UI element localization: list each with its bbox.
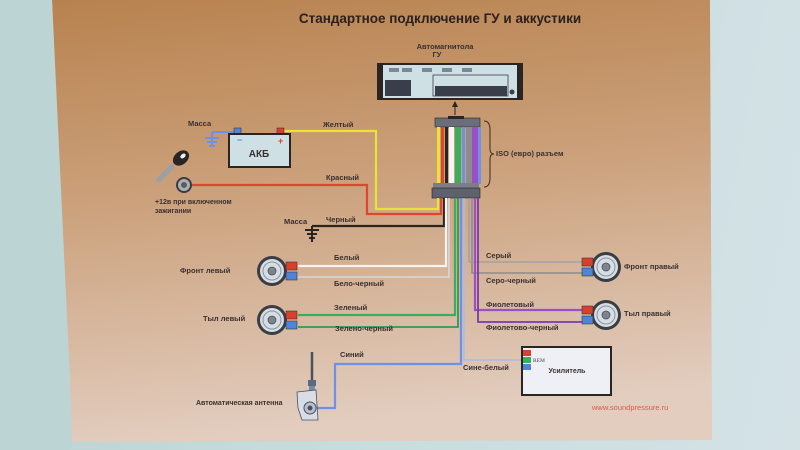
antenna-label: Автоматическая антенна (196, 400, 283, 407)
harness-wire-violet (472, 127, 475, 184)
wire-green (298, 198, 457, 317)
black-ground-icon (305, 226, 319, 242)
rem-terminal-label: REM (533, 358, 545, 364)
amplifier-box: REM Усилитель (521, 346, 612, 396)
speaker-rear-right-icon (581, 300, 621, 330)
connector-label: ISO (евро) разъем (496, 149, 564, 158)
wire-label-green-black: Зелено-черный (335, 324, 393, 333)
wire-label-black: Черный (326, 215, 356, 224)
minus-terminal (581, 315, 594, 325)
head-unit-label-gu: ГУ (433, 50, 442, 59)
diagram-title: Стандартное подключение ГУ и аккустики (299, 11, 581, 26)
harness-wire-gray (469, 127, 472, 184)
wire-label-green: Зеленый (334, 303, 368, 312)
speaker-label-rear-left: Тыл левый (203, 314, 246, 323)
plus-sign: + (278, 136, 283, 146)
harness-wire-green (455, 127, 458, 184)
wire-blue (316, 198, 463, 410)
wire-label-violet: Фиолетовый (486, 300, 534, 309)
ignition-label-line1: +12в при включенном (155, 199, 232, 206)
amplifier-label: Усилитель (549, 368, 587, 375)
plus-terminal (581, 257, 594, 267)
antenna-icon (296, 352, 319, 421)
harness-wire-white (449, 127, 452, 184)
wire-label-yellow: Желтый (322, 120, 354, 129)
speaker-rear-left-icon (257, 305, 298, 335)
wire-label-blue-white: Сине-белый (463, 363, 509, 372)
wire-violet (473, 198, 582, 312)
watermark-url: www.soundpressure.ru (591, 403, 668, 412)
harness-wire-red (441, 127, 444, 184)
speaker-front-right-icon (581, 252, 621, 282)
wire-green-black (298, 198, 459, 328)
car-key-icon (156, 150, 190, 182)
harness-wire-black (445, 127, 448, 184)
iso-connector (431, 116, 481, 199)
minus-sign: − (237, 135, 242, 145)
wire-label-white: Белый (334, 253, 360, 262)
wire-white-black (298, 198, 450, 278)
wire-violet-black (477, 198, 582, 323)
ignition-label-line2: зажигании (155, 208, 191, 215)
wire-blue-white (463, 198, 522, 361)
battery-icon: − + АКБ (228, 127, 291, 168)
black-ground-label: Масса (284, 217, 308, 226)
minus-terminal (285, 320, 298, 330)
harness-wire-green (458, 127, 461, 184)
wire-gray-main (468, 198, 582, 263)
harness-wire-blue (462, 127, 465, 184)
wire-label-gray-black: Серо-черный (486, 276, 536, 285)
diagram-page (52, 0, 712, 442)
plus-terminal (285, 310, 298, 320)
battery-ground-label: Масса (188, 119, 212, 128)
wire-label-red: Красный (326, 173, 359, 182)
wires (192, 129, 582, 410)
head-unit-label: Автомагнитола (417, 42, 475, 51)
wire-red (192, 183, 443, 216)
connector-brace (483, 120, 495, 188)
harness-wire-blue (478, 127, 481, 184)
plus-terminal (581, 305, 594, 315)
harness-wire-yellow (437, 127, 440, 184)
wire-gray (471, 198, 582, 274)
wire-label-blue: Синий (340, 350, 364, 359)
battery-label: АКБ (249, 149, 270, 160)
speaker-label-rear-right: Тыл правый (624, 309, 671, 318)
screen-bezel-left (0, 0, 72, 450)
speaker-label-front-left: Фронт левый (180, 266, 231, 275)
harness-wire-violet (475, 127, 478, 184)
harness-wire-white (451, 127, 454, 184)
plus-terminal (285, 261, 298, 271)
speaker-front-left-icon (257, 256, 298, 286)
minus-terminal (285, 271, 298, 281)
speaker-label-front-right: Фронт правый (624, 262, 679, 271)
ignition-switch-icon (176, 177, 192, 193)
battery-ground-icon (205, 131, 238, 147)
wire-yellow (284, 129, 440, 211)
wire-black (312, 198, 446, 228)
minus-terminal (581, 267, 594, 277)
wire-label-white-black: Бело-черный (334, 279, 384, 288)
head-unit-icon (377, 63, 523, 100)
harness-wire-gray (466, 127, 469, 184)
wire-label-gray: Серый (486, 251, 512, 260)
wire-label-violet-black: Фиолетово-черный (486, 323, 559, 332)
wire-white (298, 198, 448, 268)
